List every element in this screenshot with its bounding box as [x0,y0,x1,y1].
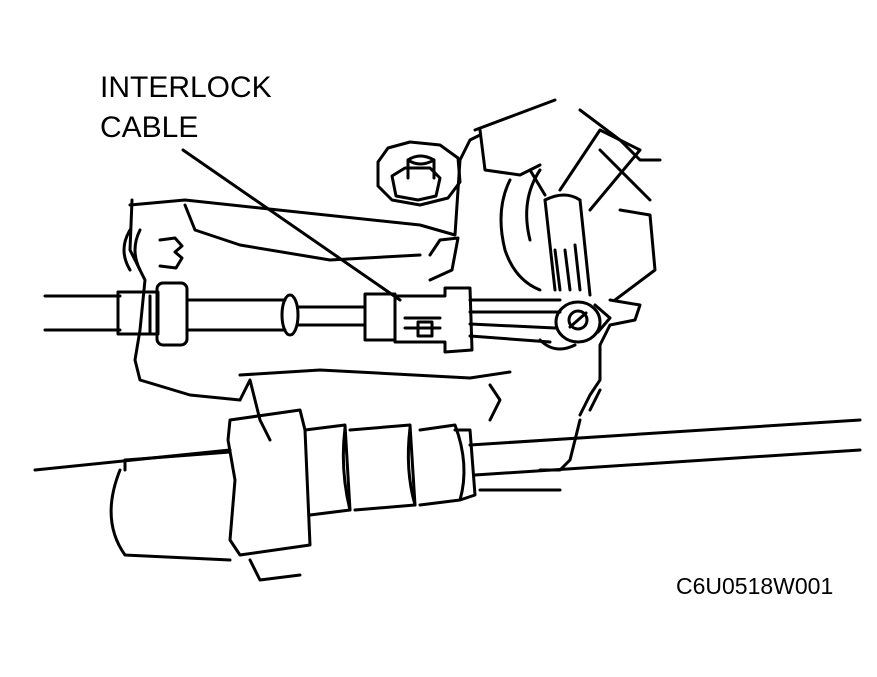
harness-clip [122,228,184,272]
cable-eyelet [468,298,612,351]
shift-lever [499,128,642,297]
transmission-housing [128,98,662,472]
lower-bracket [109,468,562,582]
interlock-cable [43,281,474,354]
shift-cable [33,378,862,557]
interlock-cable-label-line1: INTERLOCK [100,71,272,104]
callout-leader-line [181,148,402,302]
mounting-bolt [376,140,462,207]
interlock-cable-label-line2: CABLE [100,111,199,144]
figure-code: C6U0518W001 [676,573,834,599]
